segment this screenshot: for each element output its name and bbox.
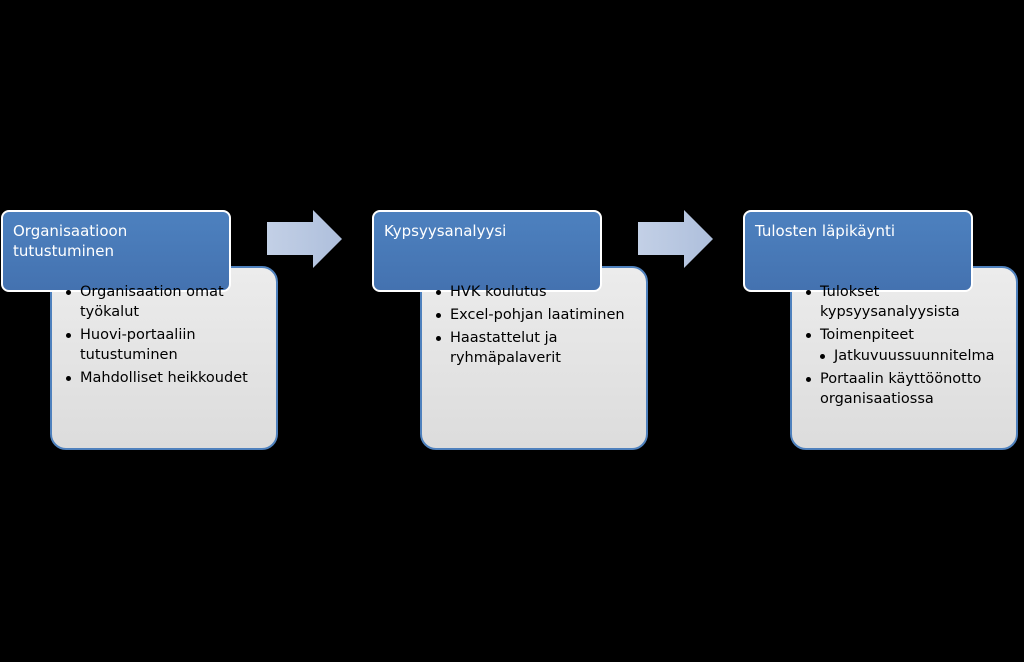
step-3-detail-box	[790, 266, 1018, 450]
right-arrow-icon	[638, 210, 713, 268]
step-2-header: Kypsyysanalyysi	[372, 210, 602, 292]
step-3-title: Tulosten läpikäynti	[755, 222, 896, 240]
right-arrow-icon	[267, 210, 342, 268]
step-1-detail-box	[50, 266, 278, 450]
step-3-header: Tulosten läpikäynti	[743, 210, 973, 292]
step-1-header: Organisaatioon tutustuminen	[1, 210, 231, 292]
step-1-title: Organisaatioon tutustuminen	[13, 222, 128, 260]
step-2-detail-box	[420, 266, 648, 450]
step-2-title: Kypsyysanalyysi	[384, 222, 507, 240]
